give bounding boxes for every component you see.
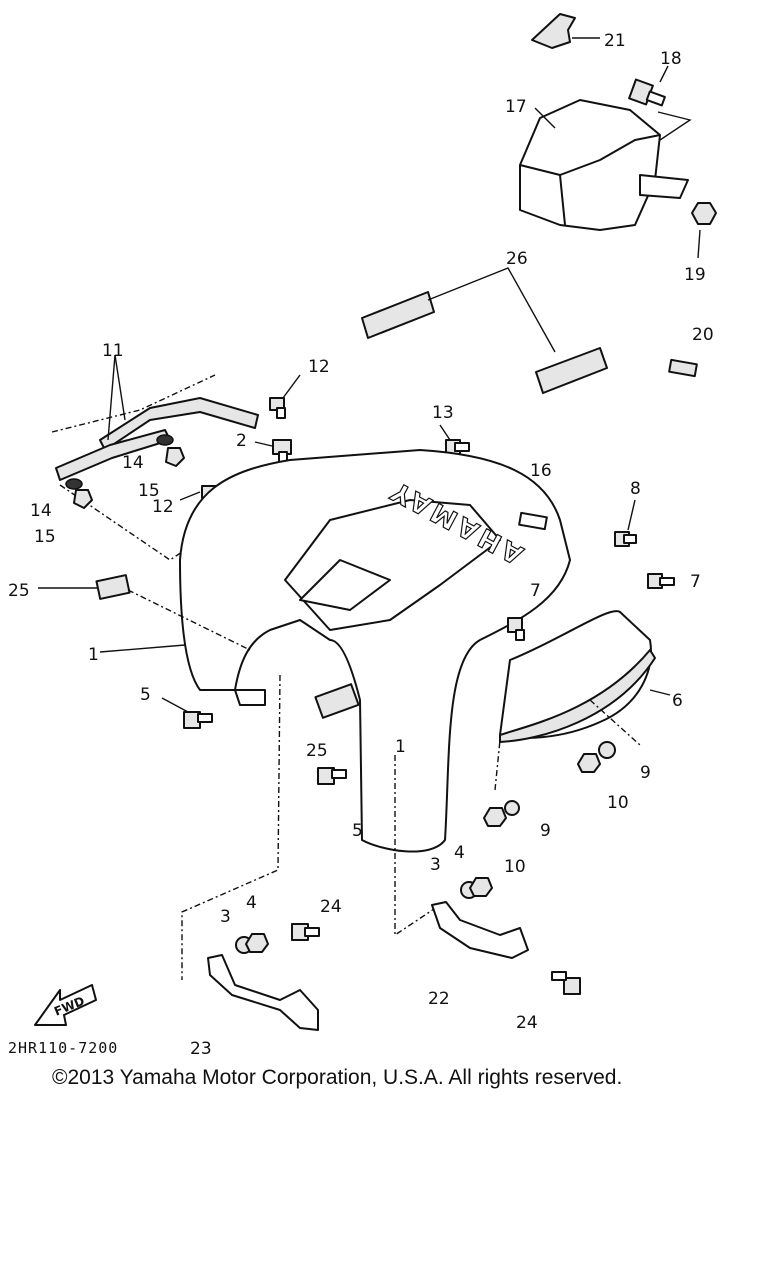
part-9-10-nuts: [483, 699, 641, 827]
callout-25: 25: [306, 741, 328, 761]
callout-5: 5: [352, 821, 363, 841]
part-5-bolts: [161, 697, 347, 785]
part-24-bolts: [291, 923, 581, 995]
part-1-rear-fender: YAMAHA: [99, 449, 571, 853]
callout-16: 16: [530, 461, 552, 481]
callout-1: 1: [395, 737, 406, 757]
callout-numbers: 1 1 2 3 3 4 4 5 5 6 7 7 8 9 9 10 10 11 1…: [8, 31, 714, 1059]
part-26-emblems: [361, 267, 608, 394]
part-3-4-hardware: [235, 877, 493, 954]
part-6-mudflap: [499, 610, 671, 743]
callout-12: 12: [308, 357, 330, 377]
callout-9: 9: [540, 821, 551, 841]
part-17-cover: [519, 99, 689, 231]
callout-19: 19: [684, 265, 706, 285]
assembly-lines-left: [181, 674, 281, 980]
fwd-arrow: FWD: [34, 984, 97, 1026]
callout-14: 14: [30, 501, 52, 521]
callout-20: 20: [692, 325, 714, 345]
callout-3: 3: [220, 907, 231, 927]
part-code: 2HR110-7200: [8, 1039, 118, 1057]
callout-25: 25: [8, 581, 30, 601]
callout-15: 15: [138, 481, 160, 501]
part-21-clip: [531, 13, 600, 49]
callout-23: 23: [190, 1039, 212, 1059]
callout-4: 4: [454, 843, 465, 863]
part-16-label: [518, 511, 548, 531]
part-2-bolt: [254, 439, 292, 465]
callout-15: 15: [34, 527, 56, 547]
callout-24: 24: [516, 1013, 538, 1033]
callout-14: 14: [122, 453, 144, 473]
callout-26: 26: [506, 249, 528, 269]
part-23-stay: [207, 954, 319, 1031]
callout-7: 7: [530, 581, 541, 601]
part-7-8-bolts: [507, 499, 675, 641]
callout-17: 17: [505, 97, 527, 117]
callout-4: 4: [246, 893, 257, 913]
assembly-lines-right: [394, 755, 441, 937]
part-20-block: [668, 358, 698, 378]
callout-18: 18: [660, 49, 682, 69]
callout-13: 13: [432, 403, 454, 423]
callout-21: 21: [604, 31, 626, 51]
callout-1: 1: [88, 645, 99, 665]
copyright-notice: ©2013 Yamaha Motor Corporation, U.S.A. A…: [52, 1066, 623, 1089]
callout-11: 11: [102, 341, 124, 361]
callout-10: 10: [607, 793, 629, 813]
part-25-decals: [38, 574, 360, 719]
part-22-stay: [431, 901, 529, 959]
callout-6: 6: [672, 691, 683, 711]
part-13-bolt: [439, 424, 470, 455]
part-18-bolt: [628, 65, 692, 141]
callout-24: 24: [320, 897, 342, 917]
callout-22: 22: [428, 989, 450, 1009]
callout-3: 3: [430, 855, 441, 875]
part-19-nut: [691, 202, 717, 259]
callout-12: 12: [152, 497, 174, 517]
callout-7: 7: [690, 572, 701, 592]
callout-8: 8: [630, 479, 641, 499]
callout-10: 10: [504, 857, 526, 877]
callout-9: 9: [640, 763, 651, 783]
parts-diagram: YAMAHA: [8, 13, 717, 1059]
callout-5: 5: [140, 685, 151, 705]
callout-2: 2: [236, 431, 247, 451]
